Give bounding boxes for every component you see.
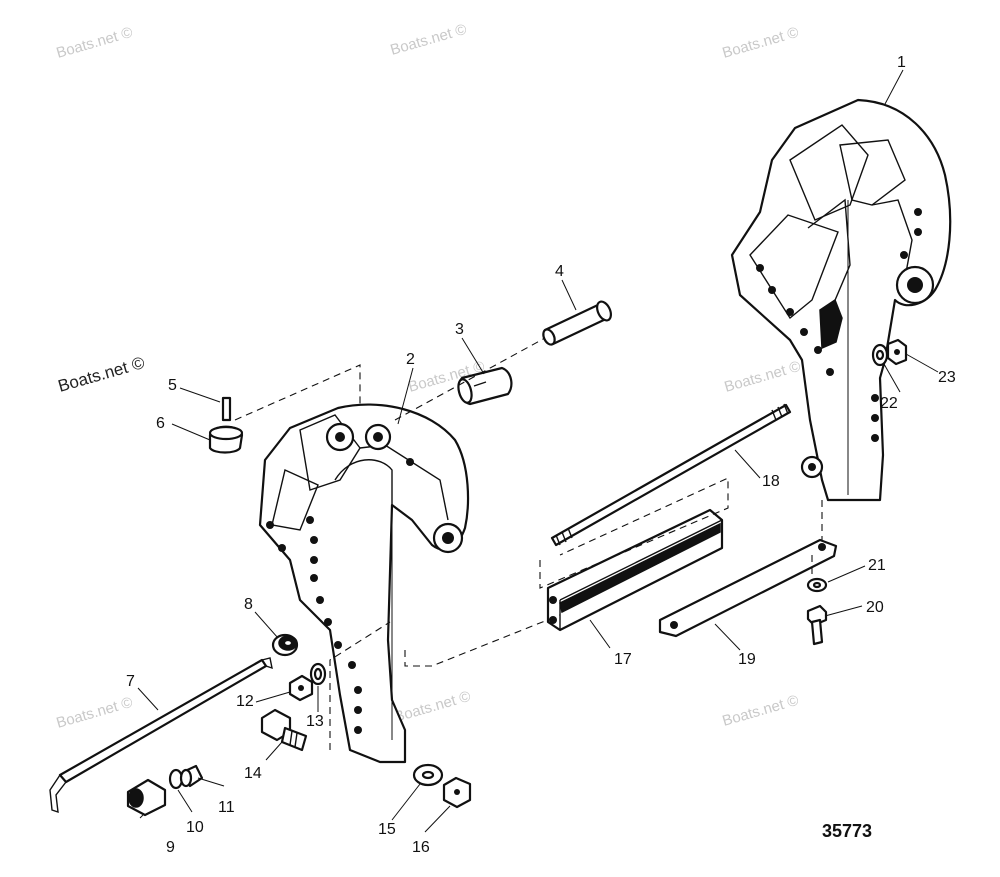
part-18-threaded-rod [550, 403, 792, 547]
part-11-spacer [179, 764, 204, 788]
watermark: Boats.net © [54, 24, 134, 62]
part-2-left-bracket [258, 403, 470, 764]
callout-6: 6 [156, 415, 165, 432]
part-9-cap-nut [126, 778, 167, 817]
callout-5: 5 [168, 377, 177, 394]
part-1-right-bracket [730, 98, 952, 502]
figure-number: 35773 [822, 821, 872, 841]
part-19-link-bar [658, 538, 838, 638]
callout-22: 22 [880, 395, 898, 412]
part-20-bolt [806, 604, 828, 646]
callout-20: 20 [866, 599, 884, 616]
callout-21: 21 [868, 557, 886, 574]
callout-8: 8 [244, 596, 253, 613]
callout-14: 14 [244, 765, 262, 782]
part-5-cotter-pin [221, 396, 232, 422]
part-17-channel-block [546, 508, 724, 632]
part-8-grommet [271, 633, 299, 657]
callout-1: 1 [897, 54, 906, 71]
part-21-washer [806, 577, 828, 593]
callout-17: 17 [614, 651, 632, 668]
watermark: Boats.net © [388, 21, 468, 59]
callout-labels: 1 2 3 4 5 6 7 8 9 10 11 12 13 14 15 16 1… [126, 54, 956, 856]
part-7-rod [49, 657, 273, 814]
callout-15: 15 [378, 821, 396, 838]
part-12-nut [288, 674, 314, 702]
part-16-nut [442, 776, 472, 809]
watermark: Boats.net © [56, 353, 147, 396]
assembly-dashed-lines [234, 337, 823, 750]
callout-10: 10 [186, 819, 204, 836]
callout-3: 3 [455, 321, 464, 338]
part-3-sleeve [457, 366, 513, 406]
part-13-washer [309, 662, 327, 686]
callout-11: 11 [218, 799, 235, 816]
callout-19: 19 [738, 651, 756, 668]
callout-9: 9 [166, 839, 175, 856]
part-4-pin [542, 300, 612, 346]
part-23-nut [886, 338, 908, 366]
callout-16: 16 [412, 839, 430, 856]
part-22-washer [871, 343, 889, 367]
callout-13: 13 [306, 713, 324, 730]
watermark: Boats.net © [722, 358, 802, 396]
part-15-washer [412, 763, 444, 787]
part-6-plug-cap [208, 425, 244, 454]
watermark: Boats.net © [54, 694, 134, 732]
callout-18: 18 [762, 473, 780, 490]
callout-23: 23 [938, 369, 956, 386]
callout-2: 2 [406, 351, 415, 368]
watermark: Boats.net © [392, 688, 472, 726]
leader-lines [137, 69, 939, 833]
callout-12: 12 [236, 693, 254, 710]
callout-7: 7 [126, 673, 135, 690]
callout-4: 4 [555, 263, 564, 280]
watermark: Boats.net © [720, 692, 800, 730]
part-14-bolt [260, 708, 308, 752]
watermark: Boats.net © [720, 24, 800, 62]
